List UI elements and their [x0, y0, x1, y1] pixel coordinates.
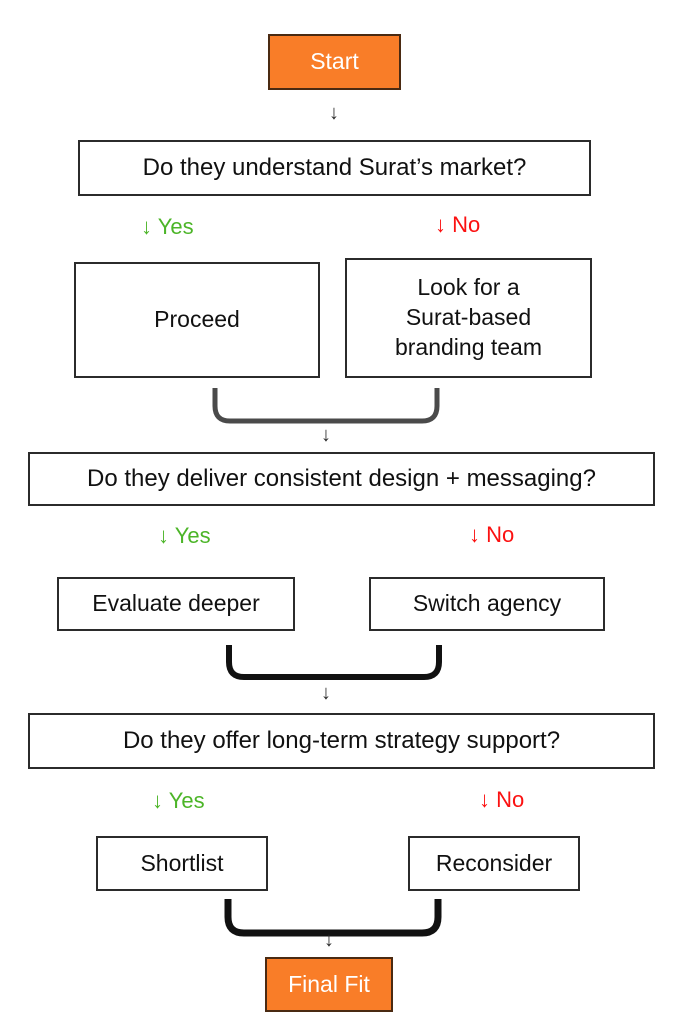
merge-connector-1 [212, 388, 440, 424]
branch-label-q3-yes: ↓ Yes [152, 788, 205, 813]
node-shortlist[interactable]: Shortlist [96, 836, 268, 891]
merge-connector-2 [226, 645, 442, 681]
branch-label-q3-no: ↓ No [479, 787, 525, 812]
node-question-1[interactable]: Do they understand Surat’s market? [78, 140, 591, 196]
arrow-merge-2-to-question-3: ↓ [321, 682, 331, 704]
node-start[interactable]: Start [268, 34, 401, 90]
branch-label-q2-yes: ↓ Yes [158, 523, 211, 548]
node-look-for-surat-based-team[interactable]: Look for a Surat-based branding team [345, 258, 592, 378]
arrow-start-to-question-1: ↓ [329, 102, 339, 124]
branch-label-q2-no: ↓ No [469, 522, 515, 547]
branch-label-q1-yes: ↓ Yes [141, 214, 194, 239]
arrow-merge-3-to-final-fit: ↓ [324, 929, 334, 951]
branch-label-q1-no: ↓ No [435, 212, 481, 237]
arrow-merge-1-to-question-2: ↓ [321, 424, 331, 446]
node-proceed[interactable]: Proceed [74, 262, 320, 378]
node-question-3[interactable]: Do they offer long-term strategy support… [28, 713, 655, 769]
node-switch-agency[interactable]: Switch agency [369, 577, 605, 631]
node-reconsider[interactable]: Reconsider [408, 836, 580, 891]
node-evaluate-deeper[interactable]: Evaluate deeper [57, 577, 295, 631]
node-question-2[interactable]: Do they deliver consistent design + mess… [28, 452, 655, 506]
node-final-fit[interactable]: Final Fit [265, 957, 393, 1012]
merge-connector-3 [224, 899, 442, 937]
